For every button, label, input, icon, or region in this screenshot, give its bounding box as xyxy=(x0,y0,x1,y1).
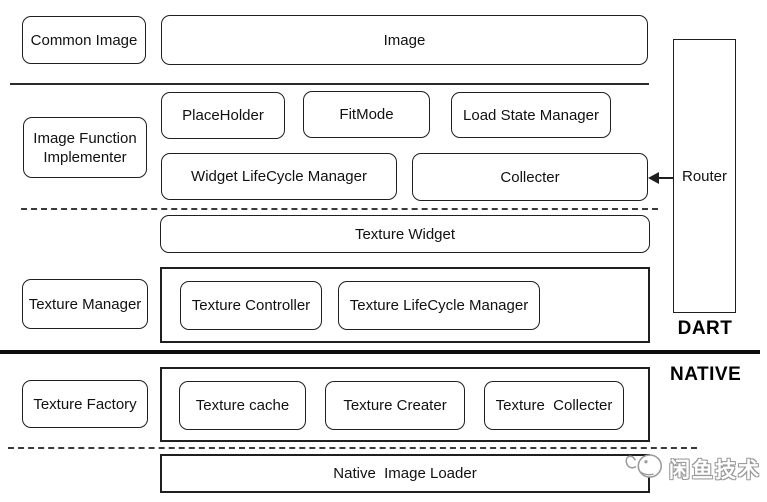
watermark-text: 闲鱼技术 xyxy=(669,458,761,482)
router-arrow-shaft xyxy=(657,177,673,179)
box-load-state-manager: Load State Manager xyxy=(451,92,611,138)
texture-controller-label: Texture Controller xyxy=(191,297,311,314)
box-texture-cache: Texture cache xyxy=(179,381,306,430)
box-image: Image xyxy=(161,15,648,65)
texture-cache-label: Texture cache xyxy=(195,397,290,414)
texture-collecter-label: Texture Collecter xyxy=(495,397,613,414)
dashed-separator-2 xyxy=(8,447,697,449)
box-fitmode: FitMode xyxy=(303,91,430,138)
box-placeholder: PlaceHolder xyxy=(161,92,285,139)
image-function-implementer-label-line2: Implementer xyxy=(43,148,127,166)
separator-line-top xyxy=(10,83,649,85)
native-image-loader-label: Native Image Loader xyxy=(333,465,477,482)
box-texture-manager: Texture Manager xyxy=(22,279,148,329)
texture-widget-label: Texture Widget xyxy=(354,225,456,243)
collecter-label: Collecter xyxy=(500,168,560,186)
fitmode-label: FitMode xyxy=(339,106,394,123)
box-collecter: Collecter xyxy=(412,153,648,201)
image-label: Image xyxy=(383,31,426,49)
common-image-label: Common Image xyxy=(30,31,138,49)
texture-lifecycle-manager-label: Texture LifeCycle Manager xyxy=(349,297,529,314)
box-texture-controller: Texture Controller xyxy=(180,281,322,330)
box-image-function-implementer: Image Function Implementer xyxy=(23,117,147,178)
box-texture-lifecycle-manager: Texture LifeCycle Manager xyxy=(338,281,540,330)
box-texture-creater: Texture Creater xyxy=(325,381,465,430)
dart-native-divider xyxy=(0,350,760,354)
dart-layer-label: DART xyxy=(677,318,733,339)
placeholder-label: PlaceHolder xyxy=(182,107,264,124)
fish-icon xyxy=(624,450,666,487)
box-texture-collecter: Texture Collecter xyxy=(484,381,624,430)
box-common-image: Common Image xyxy=(22,16,146,64)
texture-factory-label: Texture Factory xyxy=(33,395,137,413)
box-texture-widget: Texture Widget xyxy=(160,215,650,253)
image-function-implementer-label-line1: Image Function xyxy=(33,129,137,147)
texture-manager-label: Texture Manager xyxy=(28,295,142,313)
load-state-manager-label: Load State Manager xyxy=(463,106,599,124)
box-native-image-loader: Native Image Loader xyxy=(160,454,650,493)
texture-creater-label: Texture Creater xyxy=(343,397,447,414)
widget-lifecycle-manager-label: Widget LifeCycle Manager xyxy=(191,168,367,185)
box-router: Router xyxy=(673,39,736,313)
box-texture-factory: Texture Factory xyxy=(22,380,148,428)
arrow-left-icon xyxy=(648,172,659,184)
router-label: Router xyxy=(681,167,728,185)
box-widget-lifecycle-manager: Widget LifeCycle Manager xyxy=(161,153,397,200)
watermark: 闲鱼技术 xyxy=(624,450,761,487)
dashed-separator-1 xyxy=(21,208,658,210)
native-layer-label: NATIVE xyxy=(670,364,742,385)
